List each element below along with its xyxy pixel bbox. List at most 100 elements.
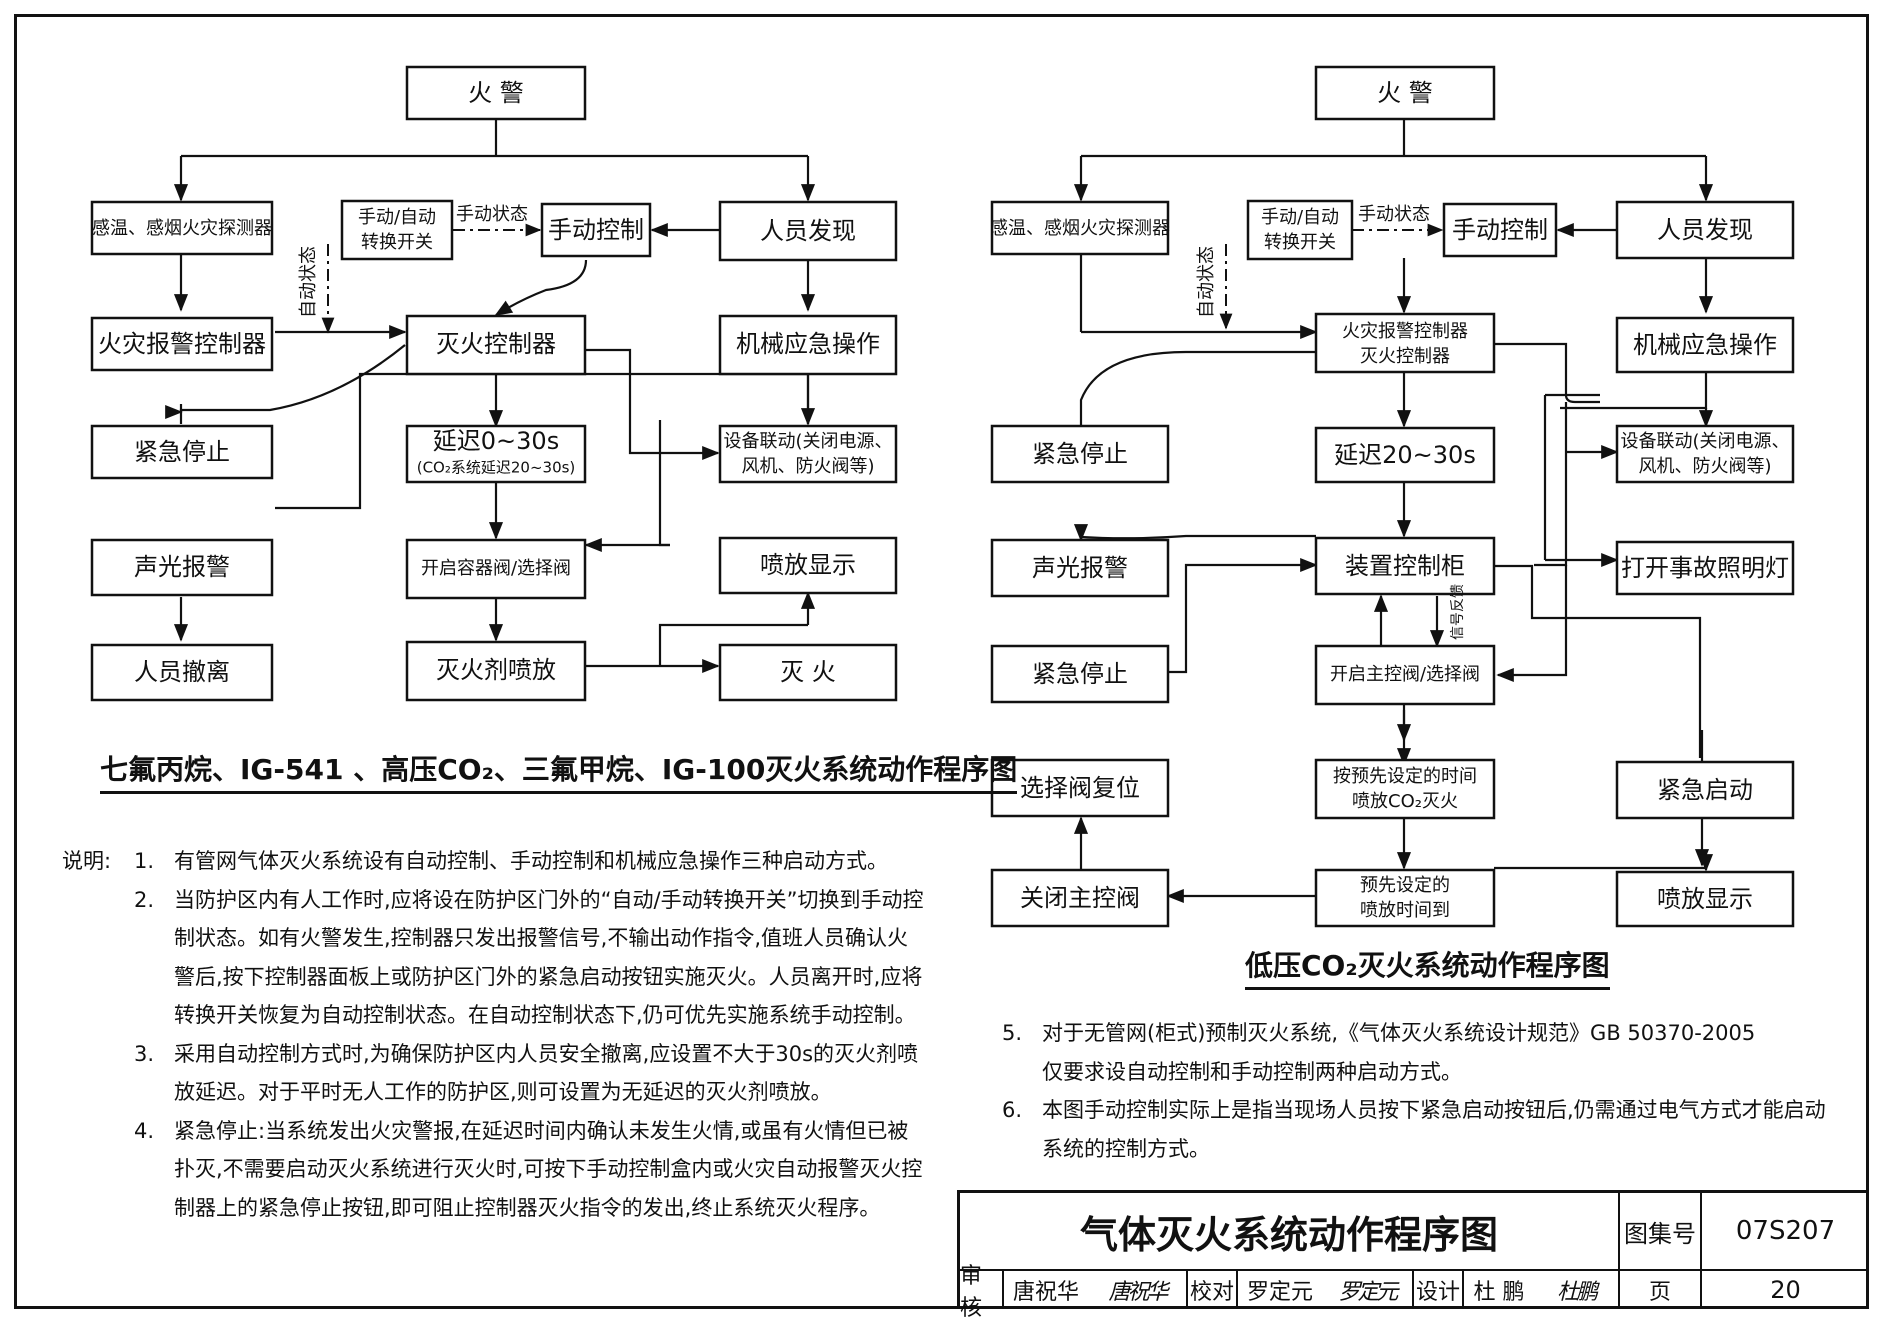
notes-right: 5.对于无管网(柜式)预制灭火系统,《气体灭火系统设计规范》GB 50370-2… bbox=[1002, 1021, 1826, 1161]
box-mechanical-emergency-r: 机械应急操作 bbox=[1615, 316, 1795, 374]
svg-text:喷放CO₂灭火: 喷放CO₂灭火 bbox=[1352, 791, 1458, 812]
svg-text:灭火剂喷放: 灭火剂喷放 bbox=[436, 656, 556, 684]
box-spray-display-r: 喷放显示 bbox=[1615, 870, 1795, 928]
svg-text:按预先设定的时间: 按预先设定的时间 bbox=[1333, 766, 1477, 787]
svg-text:喷放时间到: 喷放时间到 bbox=[1360, 900, 1450, 921]
svg-text:灭火控制器: 灭火控制器 bbox=[1360, 346, 1450, 367]
box-detector: 感温、感烟火灾探测器 bbox=[90, 200, 274, 256]
box-emergency-light-r: 打开事故照明灯 bbox=[1615, 540, 1795, 596]
box-emergency-stop2-r: 紧急停止 bbox=[990, 644, 1170, 704]
box-person-found-r: 人员发现 bbox=[1615, 200, 1795, 260]
svg-text:紧急停止: 紧急停止 bbox=[1032, 440, 1128, 468]
svg-text:风机、防火阀等): 风机、防火阀等) bbox=[1638, 456, 1771, 477]
label-signal-feedback-r: 信号反馈 bbox=[1450, 584, 1466, 640]
box-mechanical-emergency: 机械应急操作 bbox=[718, 314, 898, 376]
page-number: 20 bbox=[1770, 1276, 1801, 1304]
svg-text:装置控制柜: 装置控制柜 bbox=[1345, 552, 1465, 580]
label-auto-state-r: 自动状态 bbox=[1196, 246, 1217, 318]
reviewer-name: 唐祝华 bbox=[1012, 1280, 1079, 1305]
svg-text:机械应急操作: 机械应急操作 bbox=[1633, 331, 1777, 359]
title-block: 气体灭火系统动作程序图 图集号 07S207 审核 唐祝华 唐祝华 校对 罗定元… bbox=[957, 1190, 1869, 1321]
box-fire-alarm: 火 警 bbox=[405, 65, 587, 121]
box-person-found: 人员发现 bbox=[718, 200, 898, 262]
label-manual-state-r: 手动状态 bbox=[1358, 204, 1430, 225]
label-auto-state: 自动状态 bbox=[298, 246, 319, 318]
box-agent-spray: 灭火剂喷放 bbox=[405, 640, 587, 702]
box-valve-reset-r: 选择阀复位 bbox=[990, 758, 1170, 818]
svg-text:紧急停止: 紧急停止 bbox=[1032, 660, 1128, 688]
box-emergency-start-r: 紧急启动 bbox=[1615, 760, 1795, 820]
svg-text:关闭主控阀: 关闭主控阀 bbox=[1020, 884, 1140, 912]
svg-text:声光报警: 声光报警 bbox=[134, 553, 230, 581]
review-label: 审核 bbox=[960, 1264, 1004, 1321]
drawing-title: 气体灭火系统动作程序图 bbox=[960, 1193, 1620, 1271]
box-extinguished: 灭 火 bbox=[718, 643, 898, 702]
svg-text:延迟20~30s: 延迟20~30s bbox=[1334, 441, 1476, 469]
svg-text:手动控制: 手动控制 bbox=[1452, 216, 1548, 244]
page-label: 页 bbox=[1620, 1271, 1702, 1309]
atlas-label: 图集号 bbox=[1620, 1193, 1702, 1271]
notes-lead: 说明: bbox=[62, 849, 112, 873]
notes-left: 说明:1.有管网气体灭火系统设有自动控制、手动控制和机械应急操作三种启动方式。 … bbox=[62, 842, 924, 1227]
svg-text:人员发现: 人员发现 bbox=[760, 217, 856, 245]
svg-text:喷放显示: 喷放显示 bbox=[760, 551, 856, 579]
box-fire-alarm-r: 火 警 bbox=[1314, 65, 1496, 121]
svg-text:机械应急操作: 机械应急操作 bbox=[736, 330, 880, 358]
svg-text:火灾报警控制器: 火灾报警控制器 bbox=[98, 330, 266, 358]
svg-text:手动/自动: 手动/自动 bbox=[358, 207, 436, 228]
box-open-container-valve: 开启容器阀/选择阀 bbox=[405, 538, 587, 600]
svg-text:手动/自动: 手动/自动 bbox=[1261, 207, 1339, 228]
left-diagram-title: 七氟丙烷、IG-541 、高压CO₂、三氟甲烷、IG-100灭火系统动作程序图 bbox=[100, 748, 1018, 794]
box-equipment-linkage-r: 设备联动(关闭电源、风机、防火阀等) bbox=[1615, 424, 1795, 484]
box-close-main-valve-r: 关闭主控阀 bbox=[990, 868, 1170, 928]
box-fire-alarm-controller: 火灾报警控制器 bbox=[90, 316, 274, 372]
box-emergency-stop: 紧急停止 bbox=[90, 424, 274, 480]
svg-text:火 警: 火 警 bbox=[468, 79, 524, 107]
svg-text:火 警: 火 警 bbox=[1377, 79, 1433, 107]
box-spray-display: 喷放显示 bbox=[718, 536, 898, 595]
reviewer-signature: 唐祝华 bbox=[1088, 1271, 1188, 1309]
svg-text:(CO₂系统延迟20~30s): (CO₂系统延迟20~30s) bbox=[417, 459, 576, 477]
box-manual-control-r: 手动控制 bbox=[1442, 202, 1558, 258]
svg-text:灭 火: 灭 火 bbox=[780, 658, 836, 686]
svg-text:火灾报警控制器: 火灾报警控制器 bbox=[1342, 321, 1468, 342]
box-control-cabinet-r: 装置控制柜 bbox=[1314, 536, 1496, 596]
box-evacuation: 人员撤离 bbox=[90, 643, 274, 702]
designer-signature: 杜鹏 bbox=[1534, 1271, 1620, 1309]
label-manual-state: 手动状态 bbox=[456, 204, 528, 225]
svg-text:紧急停止: 紧急停止 bbox=[134, 438, 230, 466]
svg-text:感温、感烟火灾探测器: 感温、感烟火灾探测器 bbox=[990, 218, 1170, 239]
box-sound-light-alarm: 声光报警 bbox=[90, 538, 274, 597]
box-equipment-linkage: 设备联动(关闭电源、风机、防火阀等) bbox=[718, 424, 898, 484]
svg-text:风机、防火阀等): 风机、防火阀等) bbox=[741, 456, 874, 477]
svg-text:开启主控阀/选择阀: 开启主控阀/选择阀 bbox=[1330, 664, 1480, 685]
svg-text:紧急启动: 紧急启动 bbox=[1657, 776, 1753, 804]
svg-text:转换开关: 转换开关 bbox=[361, 232, 433, 253]
svg-text:人员发现: 人员发现 bbox=[1657, 216, 1753, 244]
box-manual-control: 手动控制 bbox=[540, 202, 652, 258]
box-sound-light-alarm-r: 声光报警 bbox=[990, 538, 1170, 598]
svg-text:开启容器阀/选择阀: 开启容器阀/选择阀 bbox=[421, 558, 571, 579]
svg-text:喷放显示: 喷放显示 bbox=[1657, 885, 1753, 913]
svg-text:灭火控制器: 灭火控制器 bbox=[436, 330, 556, 358]
atlas-number: 07S207 bbox=[1702, 1193, 1869, 1271]
svg-text:预先设定的: 预先设定的 bbox=[1360, 875, 1450, 896]
checker-name: 罗定元 bbox=[1246, 1280, 1313, 1305]
svg-text:声光报警: 声光报警 bbox=[1032, 554, 1128, 582]
svg-text:延迟0~30s: 延迟0~30s bbox=[433, 427, 559, 455]
box-detector-r: 感温、感烟火灾探测器 bbox=[990, 200, 1170, 256]
check-label: 校对 bbox=[1188, 1271, 1238, 1309]
right-diagram-title: 低压CO₂灭火系统动作程序图 bbox=[1245, 944, 1610, 990]
svg-text:转换开关: 转换开关 bbox=[1264, 232, 1336, 253]
svg-text:打开事故照明灯: 打开事故照明灯 bbox=[1621, 554, 1789, 582]
svg-text:手动控制: 手动控制 bbox=[548, 216, 644, 244]
design-label: 设计 bbox=[1414, 1271, 1464, 1309]
